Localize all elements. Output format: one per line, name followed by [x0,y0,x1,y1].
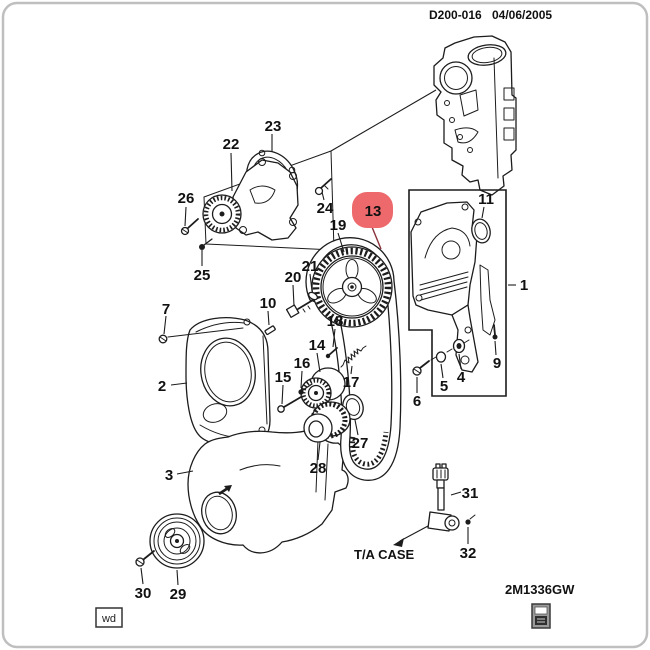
highlight-13: 13 [352,192,393,250]
spring-17 [340,345,367,368]
stud-18 [325,347,338,359]
callout-5: 5 [440,378,448,395]
figure-code: 2M1336GW [505,582,575,597]
leader-lines [140,134,516,586]
callouts: 1 2 3 4 5 6 7 9 10 11 14 15 16 17 18 19 … [135,118,529,603]
upper-timing-cover [185,317,271,448]
rear-cover-group [408,189,507,397]
ta-case-label: T/A CASE [354,547,415,562]
bolt-24 [314,178,332,196]
bolt-9 [492,324,498,340]
callout-28: 28 [310,460,327,477]
callout-14: 14 [309,337,326,354]
tensioner-pulley [300,367,346,409]
callout-17: 17 [343,374,360,391]
callout-6: 6 [413,393,421,410]
bolt-15 [277,396,302,413]
callout-15: 15 [275,369,292,386]
callout-11: 11 [478,191,494,208]
crank-pulley [149,513,205,569]
callout-7: 7 [162,301,170,318]
sensor-31 [427,463,460,532]
doc-date: 04/06/2005 [492,8,552,22]
callout-19: 19 [330,217,347,234]
rotation-arrow [218,485,232,496]
callout-25: 25 [194,267,211,284]
bolt-30 [135,550,155,567]
callout-10: 10 [260,295,277,312]
callout-16: 16 [294,355,311,372]
manual-book-icon [531,603,551,629]
callout-31: 31 [462,485,479,502]
callout-13: 13 [365,203,382,220]
highlight-blob [352,192,393,228]
cam-sprocket [311,246,393,328]
doc-code: D200-016 [429,8,482,22]
callout-9: 9 [493,355,501,372]
callout-1: 1 [520,277,528,294]
callout-32: 32 [460,545,477,562]
callout-29: 29 [170,586,187,603]
callout-27: 27 [352,435,369,452]
stud-25 [199,238,213,250]
alignment-line [330,89,437,152]
water-pump [202,158,299,241]
bushing-4 [452,338,466,354]
group-frame [408,189,507,397]
callout-26: 26 [178,190,195,207]
spacer-5 [435,351,447,363]
callout-22: 22 [223,136,240,153]
bolt-7 [158,327,244,344]
bolt-16 [298,383,313,395]
engine-block [433,35,517,196]
callout-24: 24 [317,200,334,217]
crank-sprocket [303,401,351,443]
callout-23: 23 [265,118,282,135]
ta-case-arrow [393,525,429,547]
lower-timing-cover [187,428,349,554]
watermark-label: wd [101,613,116,625]
callout-18: 18 [327,313,344,330]
callout-4: 4 [457,369,466,386]
washer-21 [307,291,319,301]
belt-teeth [350,431,389,467]
callout-3: 3 [165,467,173,484]
callout-20: 20 [285,269,302,286]
callout-2: 2 [158,378,166,395]
bolt-6 [412,360,430,376]
rear-timing-cover [410,201,496,373]
wd-box: wd [95,607,123,628]
pin-32 [465,514,476,525]
dowel-pin-10 [264,325,276,336]
callout-30: 30 [135,585,152,602]
bolt-26 [180,218,199,236]
seal-11 [471,218,491,244]
callout-21: 21 [302,258,319,275]
